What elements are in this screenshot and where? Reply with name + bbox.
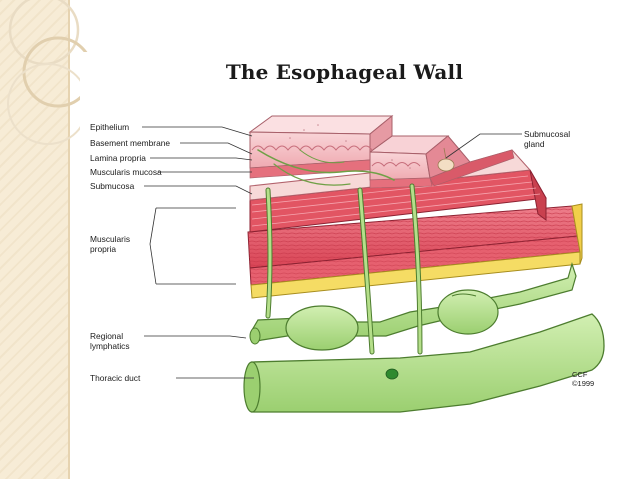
- label-regional-lymphatics-line2: lymphatics: [90, 341, 130, 351]
- submucosal-gland: [437, 147, 455, 172]
- slide-decor-band: [0, 0, 70, 479]
- label-regional-lymphatics-line1: Regional: [90, 331, 124, 341]
- label-epithelium: Epithelium: [90, 122, 130, 132]
- lymphatic-channels: [257, 149, 423, 355]
- muscularis-propria-layer: [247, 205, 581, 286]
- label-submucosal-gland-line2: gland: [524, 139, 545, 149]
- credit-line2: ©1999: [572, 379, 595, 388]
- label-thoracic-duct: Thoracic duct: [90, 373, 141, 383]
- label-lamina-propria: Lamina propria: [90, 153, 146, 163]
- label-muscularis-propria-line1: Muscularis: [90, 234, 131, 244]
- label-muscularis-propria-line2: propria: [90, 244, 117, 254]
- leader-lines: [142, 126, 522, 379]
- thoracic-duct: [243, 313, 605, 413]
- slide-decor-rule: [68, 0, 70, 479]
- label-submucosa: Submucosa: [90, 181, 135, 191]
- label-submucosal-gland-line1: Submucosal: [524, 129, 571, 139]
- regional-lymphatics: [249, 261, 577, 351]
- credit-line1: CCF: [572, 370, 588, 379]
- figure-title: The Esophageal Wall: [225, 60, 464, 84]
- label-muscularis-mucosa: Muscularis mucosa: [90, 167, 162, 177]
- label-basement-membrane: Basement membrane: [90, 138, 171, 148]
